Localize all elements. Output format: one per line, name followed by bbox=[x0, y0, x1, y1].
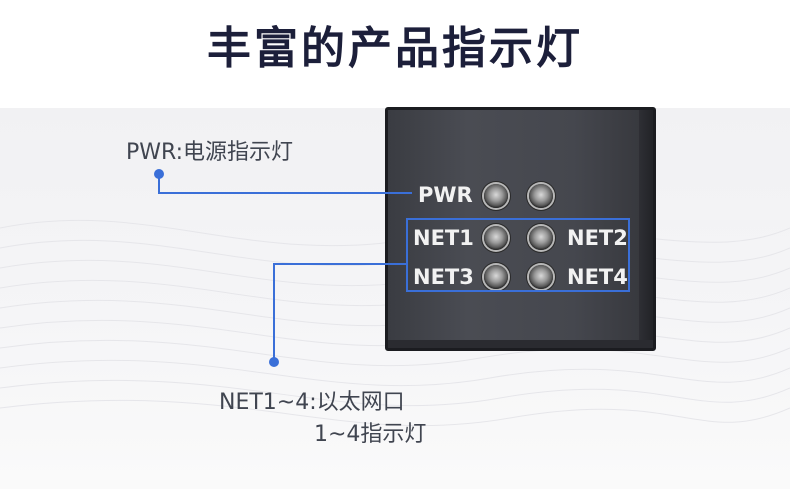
pwr-callout-dot-icon bbox=[154, 169, 164, 179]
device-side-edge bbox=[639, 110, 653, 348]
net-callout-label-line2: 1~4指示灯 bbox=[314, 422, 427, 447]
device-label-net2: NET2 bbox=[567, 226, 628, 250]
net-callout-line bbox=[273, 263, 406, 362]
net1-led-icon bbox=[484, 226, 508, 250]
net2-led-icon bbox=[529, 226, 553, 250]
device-label-net4: NET4 bbox=[567, 265, 628, 289]
net3-led-icon bbox=[484, 265, 508, 289]
pwr-callout-line bbox=[158, 174, 412, 194]
device-label-net3: NET3 bbox=[413, 265, 474, 289]
spare-led-icon bbox=[529, 184, 553, 208]
net-callout-label-line1: NET1~4:以太网口 bbox=[219, 390, 405, 415]
pwr-callout-label: PWR:电源指示灯 bbox=[126, 140, 294, 165]
pwr-led-icon bbox=[484, 184, 508, 208]
device-label-pwr: PWR bbox=[418, 183, 473, 207]
page-title: 丰富的产品指示灯 bbox=[207, 23, 583, 74]
device-label-net1: NET1 bbox=[413, 226, 474, 250]
device-bottom-edge bbox=[388, 340, 653, 348]
device-front-panel bbox=[385, 107, 656, 351]
net4-led-icon bbox=[529, 265, 553, 289]
net-leds-highlight-box bbox=[406, 218, 630, 292]
net-callout-dot-icon bbox=[269, 357, 279, 367]
header: 丰富的产品指示灯 bbox=[0, 0, 790, 108]
